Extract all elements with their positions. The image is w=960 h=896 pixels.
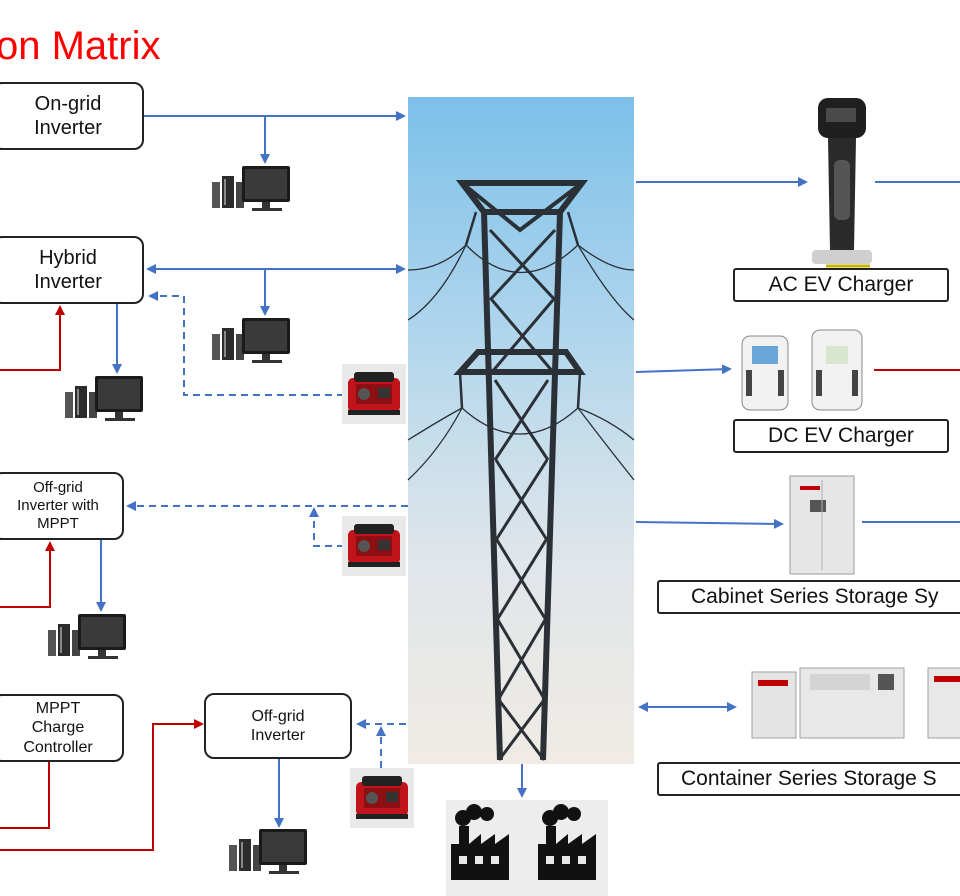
on-grid-inverter-box: On-grid Inverter (0, 82, 144, 150)
offgrid-inverter-box: Off-grid Inverter (204, 693, 352, 759)
generator-icon (350, 768, 414, 828)
on-grid-inverter-label: On-grid Inverter (34, 93, 102, 139)
generator-icon (342, 364, 406, 424)
offgrid-mppt-inverter-box: Off-grid Inverter with MPPT (0, 472, 124, 540)
container-storage-label: Container Series Storage S (657, 762, 960, 796)
generator-icon (342, 516, 406, 576)
cabinet-storage-label: Cabinet Series Storage Sy (657, 580, 960, 614)
dc-ev-charger-label: DC EV Charger (733, 419, 949, 453)
hybrid-inverter-label: Hybrid Inverter (34, 247, 102, 293)
ac-ev-charger-icon (812, 98, 872, 268)
mppt-controller-label: MPPT Charge Controller (23, 700, 93, 756)
computer-icon (212, 318, 290, 363)
computer-icon (229, 829, 307, 874)
dc-ev-charger-icon (741, 329, 863, 411)
ac-ev-charger-label: AC EV Charger (733, 268, 949, 302)
computer-icon (48, 614, 126, 659)
offgrid-inverter-label: Off-grid Inverter (250, 707, 306, 744)
computer-icon (212, 166, 290, 211)
storage-container-icon (751, 667, 960, 739)
transmission-tower-icon (407, 180, 635, 761)
storage-cabinet-icon (789, 475, 855, 575)
page-title: on Matrix (0, 24, 161, 68)
offgrid-mppt-inverter-label: Off-grid Inverter with MPPT (17, 479, 99, 532)
mppt-controller-box: MPPT Charge Controller (0, 694, 124, 762)
computer-icon (65, 376, 143, 421)
hybrid-inverter-box: Hybrid Inverter (0, 236, 144, 304)
